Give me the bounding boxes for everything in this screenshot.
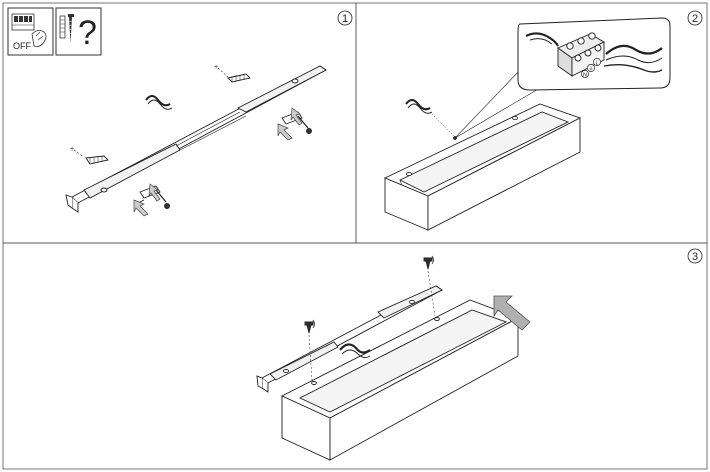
step-number-1: 1 [342, 13, 348, 25]
screwdriver-icon [281, 111, 312, 134]
mounting-bracket [256, 285, 443, 393]
terminal-label-live: L [593, 58, 601, 67]
body-hole-right [512, 115, 518, 121]
svg-text:+: + [214, 64, 218, 71]
step-3-mounting-assembly [256, 255, 531, 461]
lamp-body [383, 103, 582, 231]
screw-icon [423, 255, 436, 317]
svg-text:+: + [70, 146, 74, 153]
step-number-3: 3 [692, 251, 698, 263]
step-badge-3: 3 [687, 248, 703, 264]
step-number-2: 2 [692, 13, 698, 25]
rotate-arrow-icon [277, 107, 303, 141]
lamp-body [280, 299, 520, 461]
step-badge-2: 2 [687, 10, 703, 26]
push-direction-arrow-icon [493, 295, 531, 331]
rotate-arrow-icon [133, 183, 161, 217]
terminal-label-neutral: N [581, 70, 589, 79]
power-cable-icon [145, 95, 173, 110]
svg-text:N: N [583, 73, 587, 79]
power-off-icon: OFF [7, 7, 54, 56]
body-hole-left [406, 171, 412, 177]
svg-text:L: L [595, 61, 598, 67]
power-off-label: OFF [13, 41, 31, 51]
wall-plug-right: + [214, 64, 251, 83]
svg-text:⏚: ⏚ [588, 66, 594, 73]
wall-plug-left: + [70, 146, 109, 165]
power-cable-icon [405, 99, 455, 137]
terminal-label-earth: ⏚ [587, 64, 595, 73]
terminal-block-callout: L ⏚ N [517, 17, 671, 91]
bracket-hole-left [100, 187, 108, 193]
step-badge-1: 1 [337, 10, 353, 26]
question-mark: ? [78, 14, 97, 52]
mounting-bracket [65, 65, 327, 213]
warning-screw-question-icon: ? [55, 7, 102, 56]
screw-icon [304, 319, 315, 381]
power-cable-icon [339, 343, 371, 359]
bracket-hole-right [291, 78, 299, 84]
step-1-bracket-assembly: + + [65, 64, 327, 217]
step-2-wiring-assembly: L ⏚ N [383, 17, 671, 231]
panel-step-3 [2, 242, 708, 470]
